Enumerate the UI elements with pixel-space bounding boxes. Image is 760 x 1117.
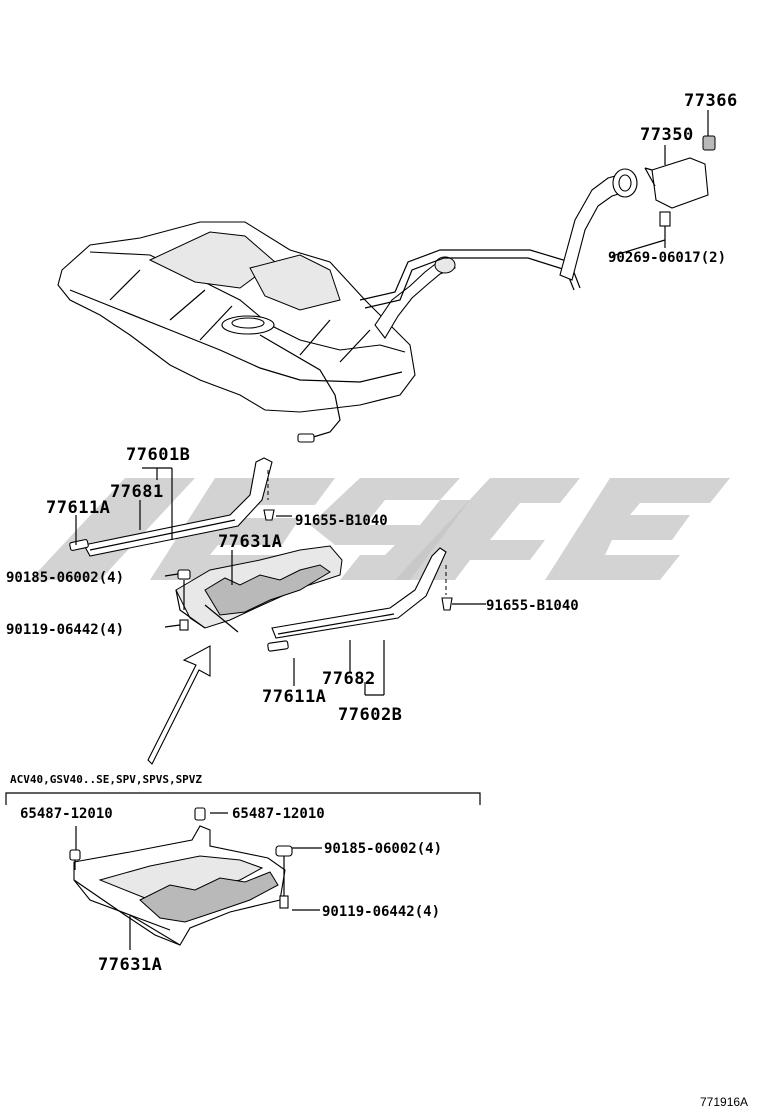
label-77631a-bottom: 77631A bbox=[98, 955, 162, 975]
tank-protector-upper bbox=[175, 545, 343, 633]
label-90269: 90269-06017(2) bbox=[608, 250, 726, 266]
label-77681: 77681 bbox=[110, 482, 164, 502]
label-90119-bottom: 90119-06442(4) bbox=[322, 904, 440, 920]
applicability-note: ACV40,GSV40..SE,SPV,SPVS,SPVZ bbox=[10, 773, 202, 786]
tank-band-right bbox=[267, 547, 453, 652]
leader-lines bbox=[75, 110, 709, 950]
label-77350: 77350 bbox=[640, 125, 694, 145]
label-77682: 77682 bbox=[322, 669, 376, 689]
label-77602b: 77602B bbox=[338, 705, 402, 725]
fuel-filler-lid bbox=[644, 128, 716, 248]
label-90119-top: 90119-06442(4) bbox=[6, 622, 124, 638]
tank-protector-lower bbox=[69, 807, 293, 946]
label-77611a-top: 77611A bbox=[46, 498, 110, 518]
figure-reference: 771916A bbox=[700, 1095, 748, 1109]
label-77601b: 77601B bbox=[126, 445, 190, 465]
label-90185-bottom: 90185-06002(4) bbox=[324, 841, 442, 857]
label-77631a-top: 77631A bbox=[218, 532, 282, 552]
tank-band-left bbox=[69, 457, 275, 557]
label-91655-right: 91655-B1040 bbox=[486, 598, 579, 614]
label-65487-right: 65487-12010 bbox=[232, 806, 325, 822]
callout-labels: 77366 77350 90269-06017(2) 77601B 77681 … bbox=[6, 91, 748, 1109]
label-91655-left: 91655-B1040 bbox=[295, 513, 388, 529]
applicability-bracket bbox=[5, 792, 481, 805]
label-77366: 77366 bbox=[684, 91, 738, 111]
fuel-tank bbox=[57, 221, 416, 443]
label-65487-left: 65487-12010 bbox=[20, 806, 113, 822]
detail-arrow bbox=[147, 645, 211, 765]
filler-neck bbox=[359, 168, 638, 339]
label-77611a-bottom: 77611A bbox=[262, 687, 326, 707]
label-90185-top: 90185-06002(4) bbox=[6, 570, 124, 586]
